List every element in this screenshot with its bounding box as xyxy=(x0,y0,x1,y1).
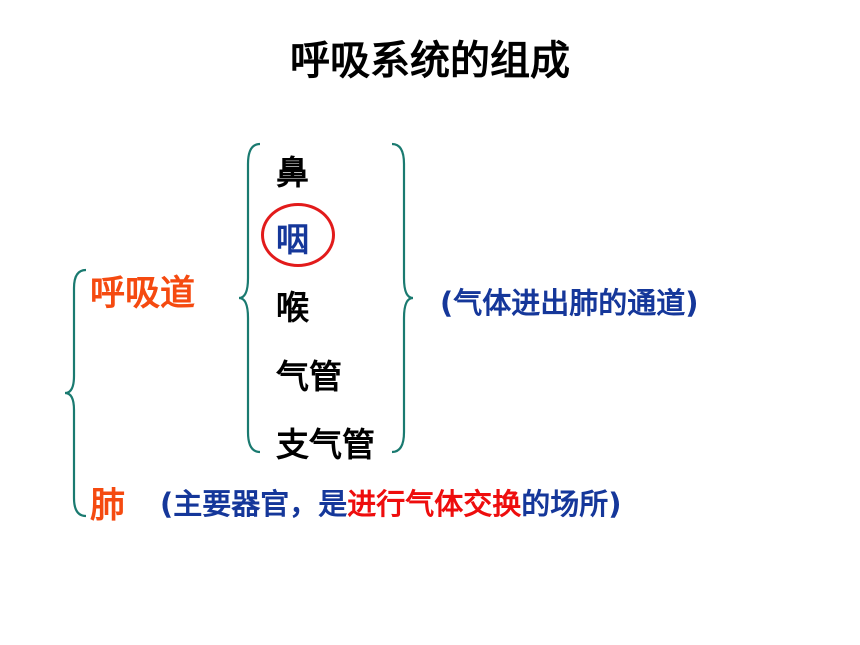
respiratory-tract-note: (气体进出肺的通道) xyxy=(440,286,699,320)
pharynx-highlight-circle xyxy=(261,203,335,267)
respiratory-tract-label: 呼吸道 xyxy=(90,274,196,314)
lung-note-open: (主要器官，是 xyxy=(160,487,348,521)
lung-note-close: 的场所) xyxy=(521,487,622,521)
lung-label: 肺 xyxy=(90,486,126,526)
organ-larynx: 喉 xyxy=(276,288,309,327)
page-title: 呼吸系统的组成 xyxy=(290,38,570,84)
organ-trachea: 气管 xyxy=(276,357,342,396)
inner-right-brace xyxy=(391,142,414,454)
organ-bronchi: 支气管 xyxy=(276,425,375,464)
inner-left-brace xyxy=(238,142,261,454)
organ-nose: 鼻 xyxy=(276,153,309,192)
lung-note-highlight: 进行气体交换 xyxy=(347,487,522,521)
organ-pharynx: 咽 xyxy=(276,220,309,259)
outer-left-brace xyxy=(64,268,87,518)
lung-note: (主要器官，是进行气体交换的场所) xyxy=(160,481,622,523)
